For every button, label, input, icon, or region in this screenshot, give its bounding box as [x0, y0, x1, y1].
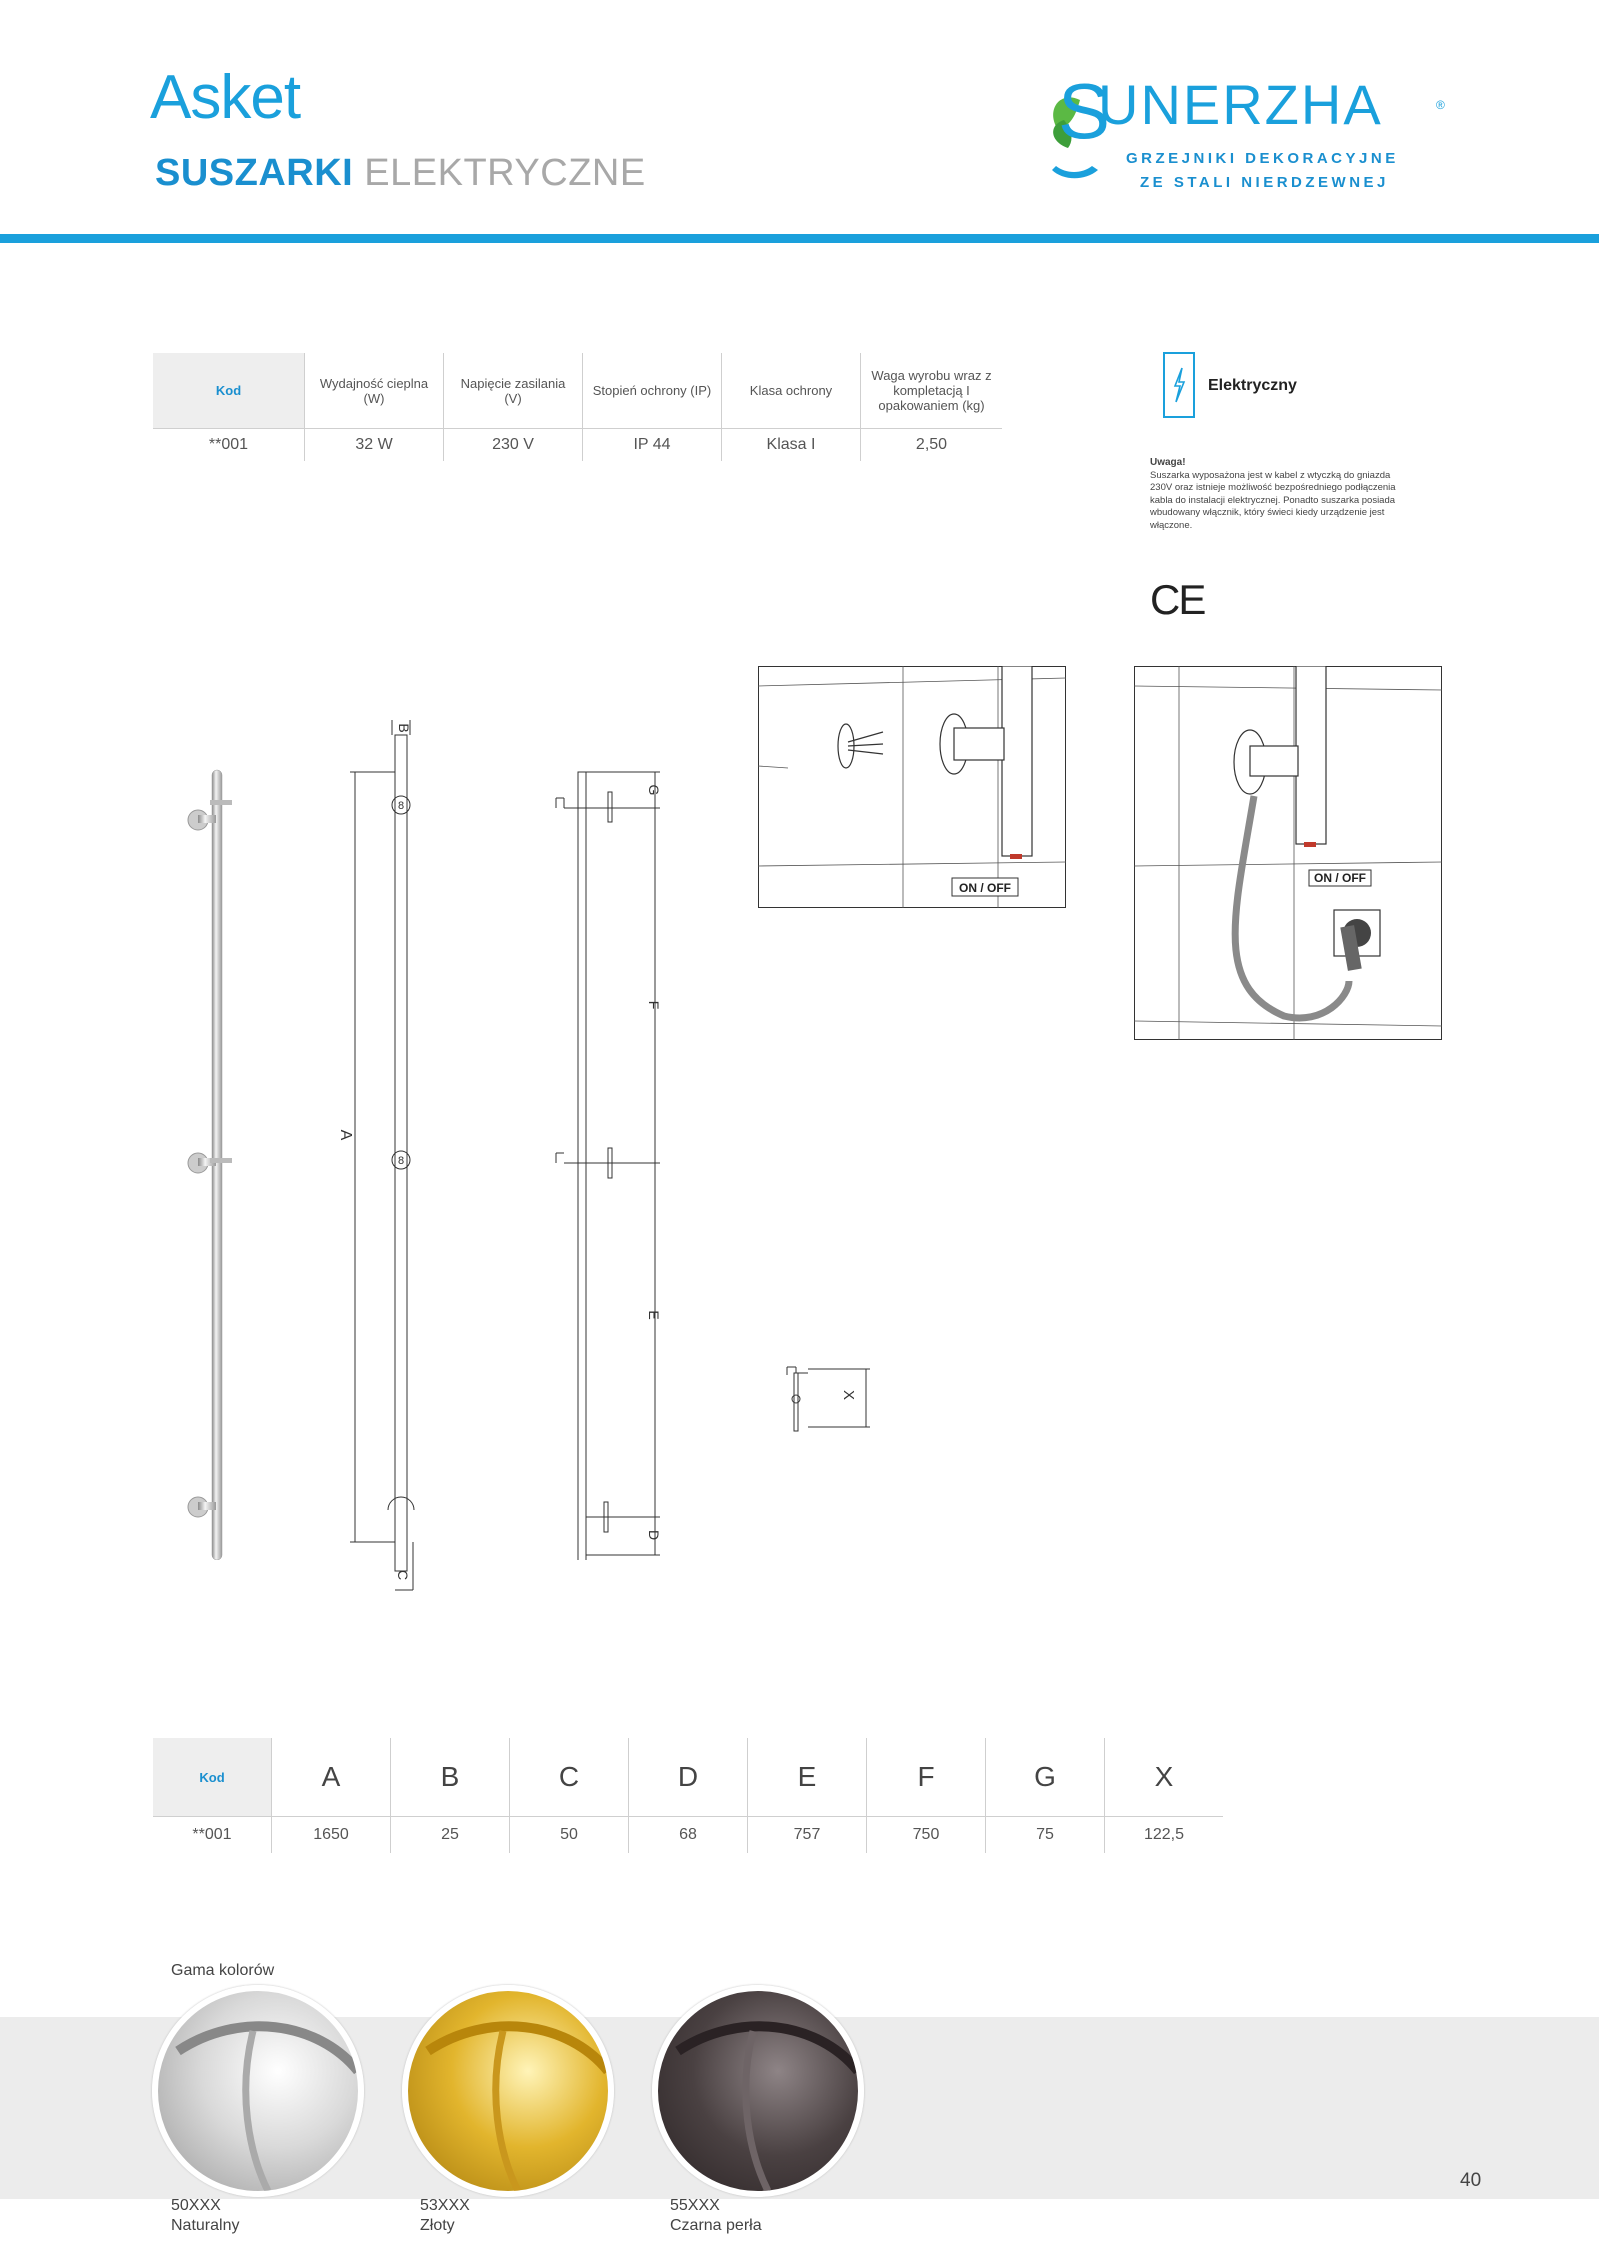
- dims-header-cell: A: [271, 1738, 391, 1817]
- spec-header-row: Kod Wydajność cieplna (W) Napięcie zasil…: [153, 353, 1002, 429]
- swatch-black-pearl: [652, 1985, 864, 2197]
- color-code: 50XXX: [171, 2197, 221, 2214]
- note-block: Uwaga! Suszarka wyposażona jest w kabel …: [1150, 457, 1400, 532]
- spec-header-cell: Napięcie zasilania (V): [443, 353, 583, 429]
- registered-mark: ®: [1436, 98, 1445, 112]
- electric-badge: Elektryczny: [1163, 352, 1463, 418]
- spec-cell: Klasa I: [721, 428, 861, 461]
- svg-text:S: S: [1058, 70, 1110, 155]
- ce-mark: CE: [1150, 576, 1206, 623]
- dims-header-cell: B: [390, 1738, 510, 1817]
- spec-cell: 32 W: [304, 428, 444, 461]
- header-divider: [0, 234, 1599, 243]
- color-range-heading: Gama kolorów: [171, 1962, 275, 1979]
- swatch-natural: [152, 1985, 364, 2197]
- dims-header-cell: D: [628, 1738, 748, 1817]
- spec-cell: 2,50: [915, 436, 948, 453]
- color-code: 55XXX: [670, 2197, 720, 2214]
- electric-label: Elektryczny: [1208, 377, 1297, 394]
- side-view-drawing: G F E D: [555, 771, 662, 1560]
- note-heading: Uwaga!: [1150, 457, 1186, 468]
- mount-number: 8: [398, 800, 404, 812]
- mount-number: 8: [398, 1155, 404, 1167]
- dim-label-g: G: [646, 785, 662, 796]
- dims-header-cell: G: [985, 1738, 1105, 1817]
- dims-header-cell: Kod: [153, 1738, 272, 1817]
- dims-header-cell: X: [1104, 1738, 1223, 1817]
- dims-cell: 25: [390, 1816, 510, 1853]
- spec-table: Kod Wydajność cieplna (W) Napięcie zasil…: [153, 353, 1002, 461]
- installation-illustration-wall: ON / OFF: [758, 666, 1066, 908]
- product-photo: [187, 769, 232, 1560]
- dim-label-x: X: [840, 1390, 857, 1400]
- brand-name: UNERZHA: [1098, 73, 1383, 136]
- dim-label-a: A: [340, 1130, 354, 1141]
- color-name: Czarna perła: [670, 2217, 762, 2234]
- dims-cell: **001: [153, 1816, 272, 1853]
- spec-cell: 230 V: [443, 428, 583, 461]
- dim-label-b: B: [396, 723, 412, 732]
- dims-header-cell: C: [509, 1738, 629, 1817]
- hook-detail-drawing: X: [786, 1366, 870, 1432]
- page-title: Asket: [150, 63, 301, 132]
- table-row: **001 32 W 230 V IP 44 Klasa I 2,50: [153, 428, 1002, 461]
- dims-header-cell: E: [747, 1738, 867, 1817]
- spec-header-cell: Stopień ochrony (IP): [582, 353, 722, 429]
- color-code: 53XXX: [420, 2197, 470, 2214]
- swatch-gold: [402, 1985, 614, 2197]
- dims-cell: 122,5: [1143, 1826, 1185, 1843]
- spec-cell: **001: [153, 428, 305, 461]
- dim-label-d: D: [646, 1530, 662, 1540]
- installation-illustration-socket: ON / OFF: [1134, 666, 1442, 1040]
- dims-cell: 750: [866, 1816, 986, 1853]
- dims-cell: 1650: [271, 1816, 391, 1853]
- brand-tagline-1: GRZEJNIKI DEKORACYJNE: [1126, 150, 1399, 167]
- brand-tagline-2: ZE STALI NIERDZEWNEJ: [1140, 174, 1389, 191]
- front-view-drawing: B A C 8 8: [340, 720, 415, 1591]
- dimensions-table: Kod A B C D E F G X **001 1650 25 50 68 …: [153, 1738, 1223, 1853]
- page-number: 40: [1460, 2170, 1482, 2191]
- page-subtitle: SUSZARKI ELEKTRYCZNE: [155, 152, 646, 195]
- on-off-label: ON / OFF: [1314, 871, 1366, 885]
- dim-label-c: C: [395, 1570, 411, 1580]
- spec-header-cell: Waga wyrobu wraz z kompletacją I opakowa…: [860, 353, 1002, 429]
- dims-cell: 757: [747, 1816, 867, 1853]
- brand-logo: S UNERZHA ® GRZEJNIKI DEKORACYJNE ZE STA…: [1040, 70, 1460, 200]
- subtitle-bold: SUSZARKI: [155, 152, 354, 194]
- on-off-label: ON / OFF: [959, 881, 1011, 895]
- color-name: Złoty: [420, 2217, 455, 2234]
- spec-cell: IP 44: [582, 428, 722, 461]
- dims-cell: 50: [509, 1816, 629, 1853]
- color-name: Naturalny: [171, 2217, 240, 2234]
- dim-label-f: F: [646, 1001, 662, 1010]
- dims-cell: 75: [985, 1816, 1105, 1853]
- subtitle-light: ELEKTRYCZNE: [364, 152, 646, 194]
- spec-header-cell: Wydajność cieplna (W): [304, 353, 444, 429]
- lightning-icon: [1163, 352, 1195, 418]
- logo-s-letter: S: [1058, 70, 1110, 155]
- table-row: **001 1650 25 50 68 757 750 75 122,5: [153, 1816, 1223, 1853]
- leaf-icon: [1052, 97, 1098, 179]
- note-text: Suszarka wyposażona jest w kabel z wtycz…: [1150, 469, 1396, 531]
- dim-label-e: E: [646, 1310, 662, 1319]
- spec-header-cell: Kod: [153, 353, 305, 429]
- dims-header-cell: F: [866, 1738, 986, 1817]
- dims-cell: 68: [628, 1816, 748, 1853]
- dims-header-row: Kod A B C D E F G X: [153, 1738, 1223, 1817]
- spec-header-cell: Klasa ochrony: [721, 353, 861, 429]
